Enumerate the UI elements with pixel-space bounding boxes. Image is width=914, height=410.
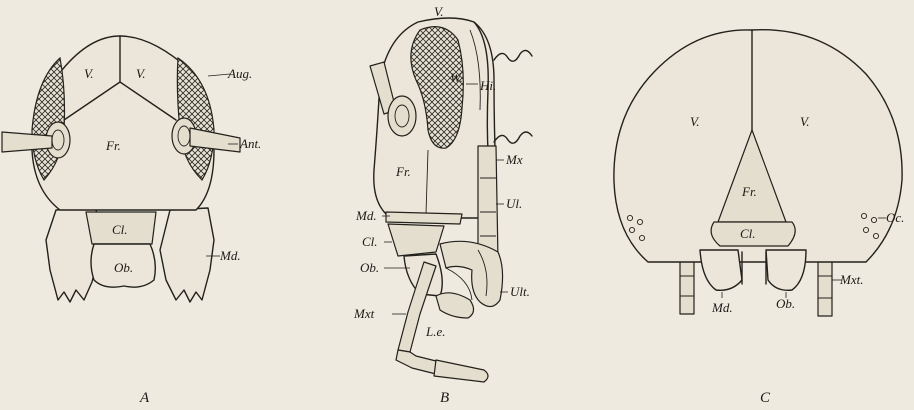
label-b-mandible: Md. (355, 208, 377, 223)
label-a-mandible: Md. (219, 248, 241, 263)
label-b-clypeus: Cl. (362, 234, 378, 249)
clypeus-b (388, 224, 444, 256)
label-a-vertex-right: V. (136, 66, 146, 81)
label-a-vertex-left: V. (84, 66, 94, 81)
label-a-labrum: Ob. (114, 260, 133, 275)
label-c-clypeus: Cl. (740, 226, 756, 241)
label-b-eye: W. (450, 70, 463, 85)
mandible-b (386, 212, 462, 224)
figure-c: V. V. Fr. Cl. Oc. Mxt. Md. Ob. C (614, 30, 905, 406)
caption-c: C (760, 390, 771, 406)
label-c-vertex-right: V. (800, 114, 810, 129)
label-b-maxilla: Mx (505, 152, 523, 167)
figure-b: V. W. Hi. Fr. Mx Md. Ul. Cl. Ob. Ult. Mx… (353, 4, 532, 406)
label-a-frons: Fr. (105, 138, 121, 153)
label-a-clypeus: Cl. (112, 222, 128, 237)
label-b-occiput: Hi. (479, 78, 496, 93)
mandible-c (700, 250, 742, 290)
figure-a: V. V. Aug. Ant. Fr. Cl. Md. Ob. A (2, 36, 261, 406)
label-c-labrum: Ob. (776, 296, 795, 311)
antennal-socket-b (388, 96, 416, 136)
caption-b: B (440, 390, 449, 406)
labrum-c (766, 250, 806, 290)
label-c-ocelli: Oc. (886, 210, 904, 225)
label-b-lacinia: L.e. (425, 324, 446, 339)
lacinia-b (436, 293, 474, 318)
label-c-mandible: Md. (711, 300, 733, 315)
label-c-maxillary-palp: Mxt. (839, 272, 863, 287)
label-c-frons: Fr. (741, 184, 757, 199)
antenna-left (2, 132, 52, 152)
caption-a: A (139, 390, 150, 406)
label-b-maxillary-palp: Mxt (353, 306, 375, 321)
label-c-vertex-left: V. (690, 114, 700, 129)
label-a-antenna: Ant. (239, 136, 261, 151)
label-b-labrum: Ob. (360, 260, 379, 275)
label-b-vertex: V. (434, 4, 444, 19)
label-a-eye: Aug. (227, 66, 252, 81)
label-b-labial-palp: Ult. (510, 284, 530, 299)
label-b-frons: Fr. (395, 164, 411, 179)
mandible-right (160, 208, 214, 302)
label-b-labium: Ul. (506, 196, 522, 211)
